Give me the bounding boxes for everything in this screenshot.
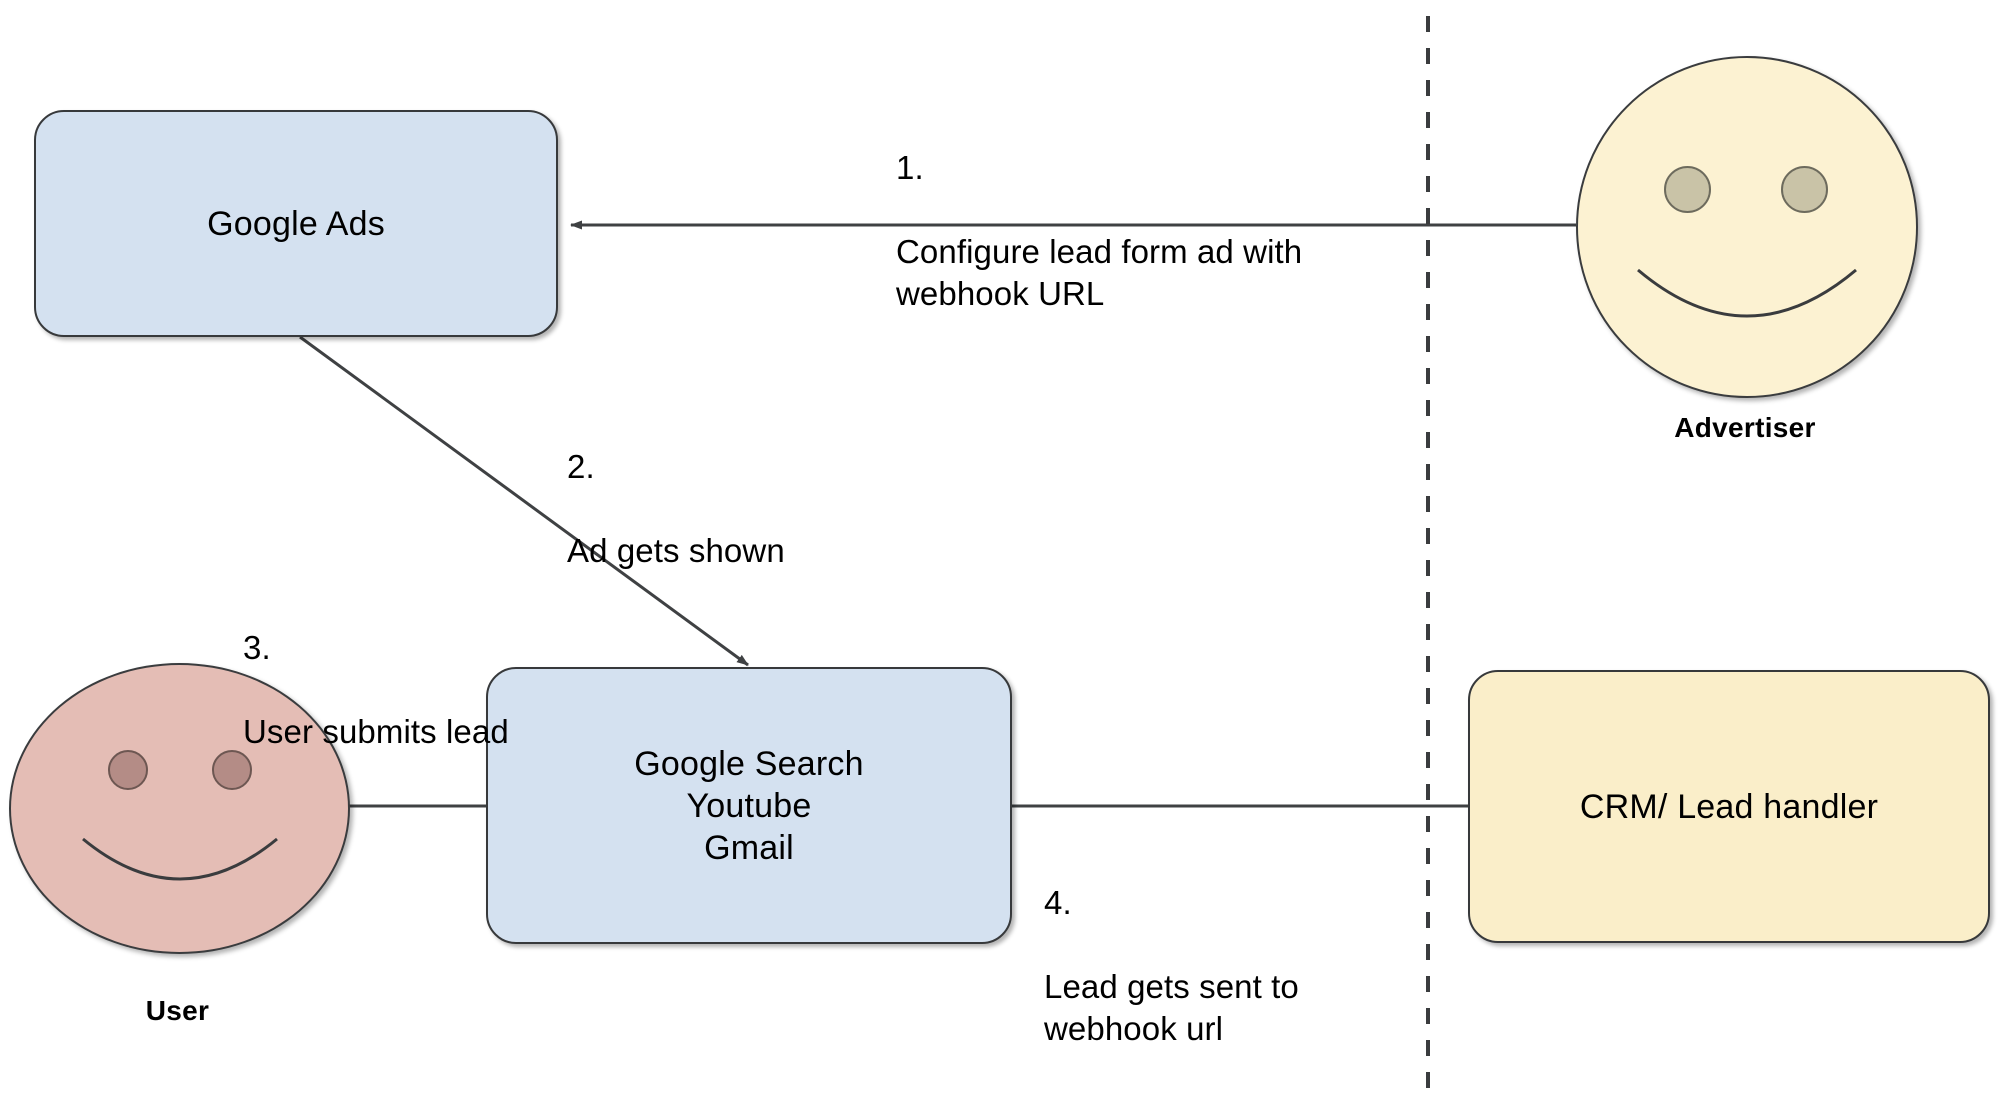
actor-user-caption: User [145,995,210,1026]
node-google-ads-label: Google Ads [207,204,385,243]
edge-label-4-text: Lead gets sent to webhook url [1044,968,1299,1047]
advertiser-right-eye-icon [1781,166,1828,213]
actor-user[interactable] [9,663,350,954]
node-crm-lead-handler[interactable]: CRM/ Lead handler [1468,670,1990,943]
edge-label-1-number: 1. [896,149,924,186]
node-google-surfaces[interactable]: Google Search Youtube Gmail [486,667,1012,944]
edge-label-1-text: Configure lead form ad with webhook URL [896,233,1303,312]
user-right-eye-icon [212,750,252,790]
actor-advertiser[interactable] [1576,56,1918,398]
edge-label-2: 2. Ad gets shown [567,404,987,572]
edge-label-3: 3. User submits lead [243,585,663,753]
edge-label-3-number: 3. [243,629,271,666]
edge-label-2-text: Ad gets shown [567,532,785,569]
node-google-ads[interactable]: Google Ads [34,110,558,337]
edge-label-2-number: 2. [567,448,595,485]
advertiser-smile-icon [1637,268,1857,318]
edge-label-1: 1. Configure lead form ad with webhook U… [896,105,1396,315]
user-left-eye-icon [108,750,148,790]
edge-label-3-text: User submits lead [243,713,509,750]
node-google-surfaces-label: Google Search Youtube Gmail [634,744,864,867]
node-crm-label: CRM/ Lead handler [1579,787,1879,826]
edge-label-4: 4. Lead gets sent to webhook url [1044,840,1444,1050]
edge-label-4-number: 4. [1044,884,1072,921]
actor-advertiser-caption: Advertiser [1674,412,1816,443]
advertiser-left-eye-icon [1664,166,1711,213]
user-smile-icon [82,837,278,881]
